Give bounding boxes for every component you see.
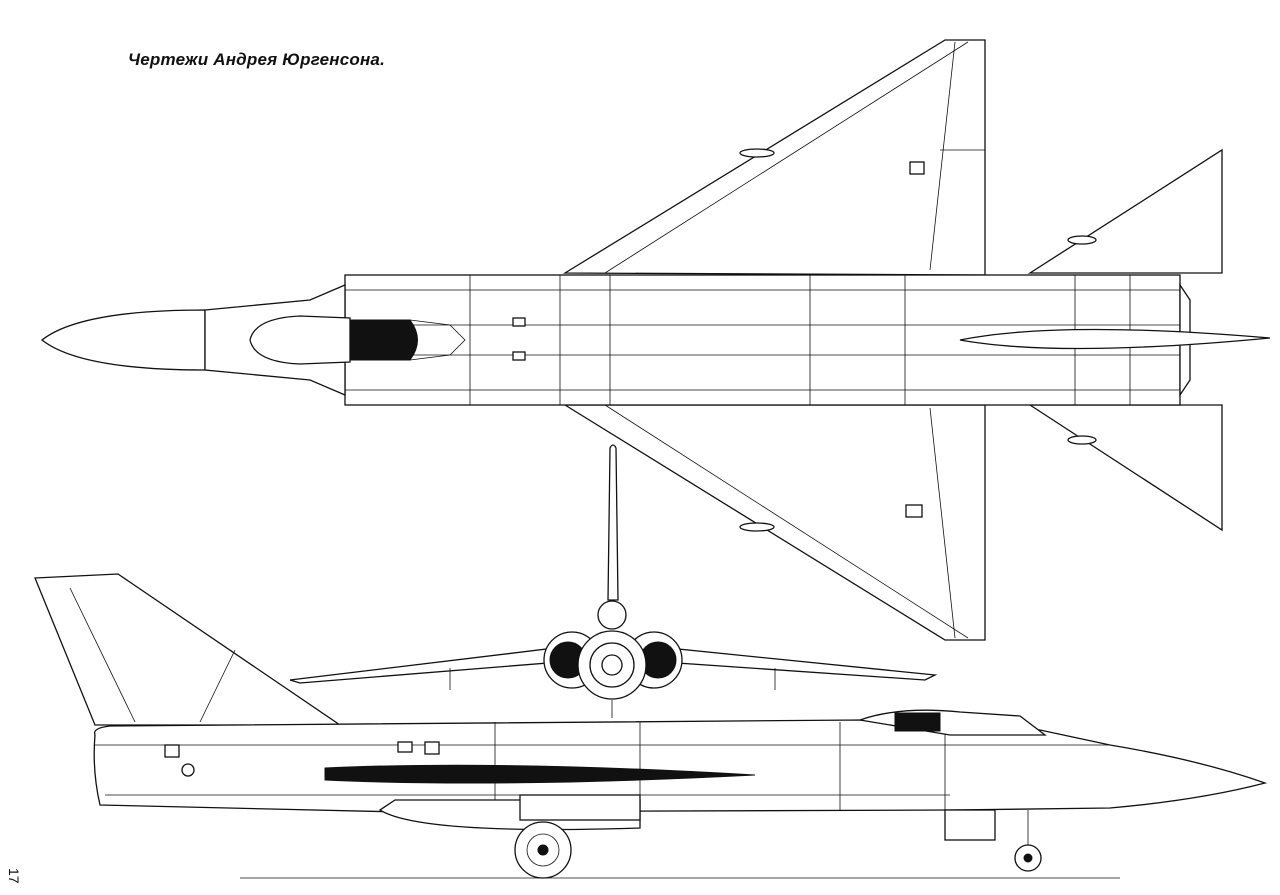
top-view [40,39,1271,641]
canopy [249,315,351,365]
front-left-wing [289,647,561,684]
nose-cone [40,309,206,371]
drawing-caption: Чертежи Андрея Юргенсона. [128,50,386,69]
tail-fin [34,573,343,726]
lower-wing [562,404,986,641]
front-right-wing [662,647,938,681]
upper-wing [562,39,986,276]
upper-stabilizer [1027,148,1223,274]
lower-stabilizer [1027,404,1223,532]
front-view [289,444,938,718]
side-fuselage [93,719,1268,813]
side-view [34,573,1268,879]
